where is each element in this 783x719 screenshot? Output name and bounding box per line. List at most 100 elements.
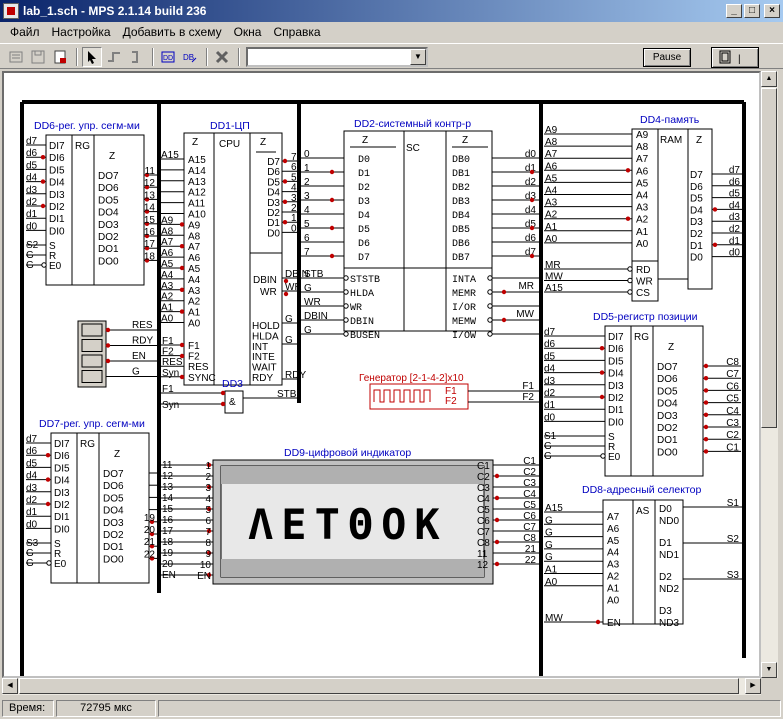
dd6-z-label: Z [109,151,115,162]
menu-file[interactable]: Файл [10,25,40,39]
dd2-control-ext-label: WR [304,297,321,308]
dd5-rg-section [630,325,654,477]
dd2-data-pin: D5 [358,225,370,236]
dd9-output-pin: C6 [477,516,490,527]
dd2-bus-dot [529,225,535,231]
svg-text:DD: DD [163,55,173,62]
dd5-input-pin: DI7 [608,332,624,343]
dd8-address-pin: A0 [607,595,620,606]
inversion-circle [600,453,606,459]
inversion-circle [627,266,633,272]
bus-icon[interactable] [126,47,146,67]
dd1-control-ext-label: G [285,335,293,346]
dd9-input-ext-label: 19 [162,548,174,559]
push-button[interactable] [81,339,103,352]
dd9-input-ext-label: EN [162,570,176,581]
dd8-output-pin: ND3 [659,618,679,629]
horizontal-scroll-thumb[interactable] [19,678,739,694]
dd2-control-ext-label: DBIN [304,311,328,322]
dd7-input-pin: DI5 [54,463,70,474]
dd2-bus-ext-label: d6 [525,233,537,244]
maximize-button[interactable]: □ [744,4,760,18]
db-icon[interactable]: DB [180,47,200,67]
dd6-output-pin: DO1 [98,244,119,255]
dd6-output-dot [144,246,150,251]
menu-add-to-scheme[interactable]: Добавить в схему [122,25,222,39]
dd1-address-ext-label: A3 [161,281,174,292]
horizontal-scrollbar[interactable]: ◀ ▶ [2,678,761,695]
dd6-input-dot [40,203,46,209]
dd1-address-ext-label: A1 [161,303,174,314]
dd9-output-dot [494,539,500,545]
inversion-circle [627,277,633,284]
dd4-control-ext-label: A15 [545,283,563,294]
dd4-data-dot [712,242,718,247]
scroll-left-icon[interactable]: ◀ [2,678,18,694]
dd1-dbin-dot [283,278,289,284]
menu-help[interactable]: Справка [273,25,321,39]
dd5-input-ext-label: d4 [544,364,556,375]
menu-settings[interactable]: Настройка [51,25,111,39]
push-button[interactable] [81,370,103,383]
dd7-z-label: Z [114,449,120,460]
dd4-address-pin: A5 [636,178,649,189]
dd4-address-pin: A7 [636,154,649,165]
pause-button[interactable]: Pause [643,48,691,67]
minimize-button[interactable]: _ [726,4,742,18]
open-icon[interactable] [6,47,26,67]
inversion-circle [343,303,349,309]
dd8-output-pin: ND2 [659,584,679,595]
pointer-icon[interactable] [82,47,102,67]
dd8-address-ext-label: G [545,552,553,563]
component-combo[interactable]: ▼ [246,47,428,67]
vertical-scroll-thumb[interactable] [761,88,777,428]
dd1-address-ext-label: A9 [161,215,174,226]
dd3-input-label: Syn [162,400,179,411]
dd6-input-pin: DI3 [49,190,65,201]
push-button[interactable] [81,354,103,368]
wire-icon[interactable] [104,47,124,67]
menu-windows[interactable]: Окна [233,25,262,39]
dd-icon[interactable]: DD [158,47,178,67]
dd6-output-pin: DO7 [98,171,119,182]
dd9-input-pin: 2 [205,472,211,483]
dd9-output-pin: C7 [477,527,490,538]
dd2-status-dot [501,289,507,295]
dd9-input-pin: EN [197,571,211,582]
close-button[interactable]: × [764,4,780,18]
dd6-output-pin: DO3 [98,220,119,231]
generator-f1-ext: F1 [522,381,534,392]
dd5-output-pin: DO6 [657,374,678,385]
dd1-address-ext-label: A6 [161,248,174,259]
save-icon[interactable] [28,47,48,67]
dd5-output-dot [703,376,709,381]
dd6-output-number: 17 [144,239,156,250]
dd1-address-pin: A11 [188,199,205,210]
dd5-output-pin: DO0 [657,447,678,458]
dd2-bus-pin: DB4 [452,211,470,222]
generator-f2-pin: F2 [445,396,457,407]
dd7-input-dot [45,453,51,458]
dd1-f1-dot [179,342,185,348]
scroll-down-icon[interactable]: ▼ [761,662,777,678]
chevron-down-icon[interactable]: ▼ [410,49,426,65]
dd2-bus-ext-label: d5 [525,219,537,230]
dd9-output-pin: 11 [477,549,488,560]
dd4-address-dot [625,168,631,173]
dd7-output-pin: DO5 [103,493,124,504]
vertical-scrollbar[interactable]: ▲ ▼ [761,71,778,678]
dd1-address-pin: A5 [188,264,201,275]
book-button[interactable]: | [711,47,759,68]
dd3-title: DD3 [222,378,243,390]
dd4-data-ext-label: d5 [729,189,741,200]
scroll-up-icon[interactable]: ▲ [761,71,777,87]
push-button[interactable] [81,323,103,337]
print-icon[interactable] [50,47,70,67]
scroll-right-icon[interactable]: ▶ [745,678,761,694]
delete-icon[interactable] [212,47,232,67]
dd6-input-pin: DI7 [49,141,65,152]
dd2-bus-ext-label: d4 [525,205,537,216]
dd6-output-number: 12 [144,178,156,189]
dd4-control-ext-label: MR [545,260,561,271]
